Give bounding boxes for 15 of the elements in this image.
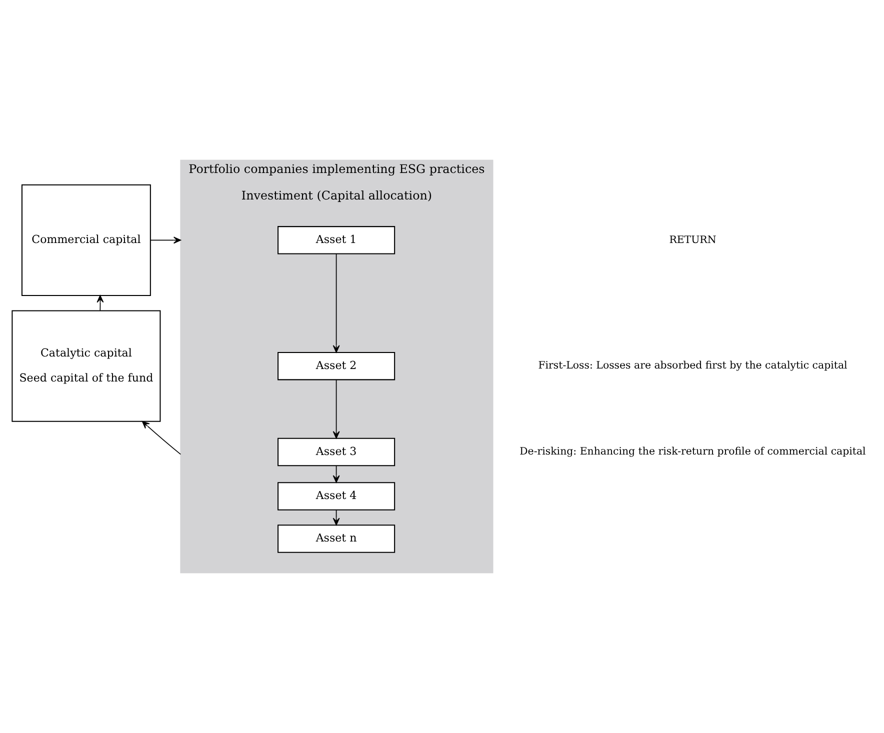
node-box: Catalytic capital Seed capital of the fund (12, 310, 161, 422)
node-box: Commercial capital (21, 184, 151, 296)
node-box: Asset 4 (278, 482, 396, 510)
arrow (150, 236, 182, 244)
node-box: Asset 1 (278, 226, 396, 254)
label: First-Loss: Losses are absorbed first by the catalytic capital (538, 360, 848, 372)
label: De-risking: Enhancing the risk-return profile of commercial capital (520, 446, 866, 458)
node-box: Asset 3 (278, 438, 396, 466)
arrow (332, 465, 340, 483)
node-box: Asset n (278, 524, 396, 553)
node-box: Asset 2 (278, 352, 396, 380)
label: RETURN (669, 234, 716, 246)
arrow (142, 421, 182, 455)
arrow (332, 379, 340, 439)
arrow (332, 253, 340, 353)
